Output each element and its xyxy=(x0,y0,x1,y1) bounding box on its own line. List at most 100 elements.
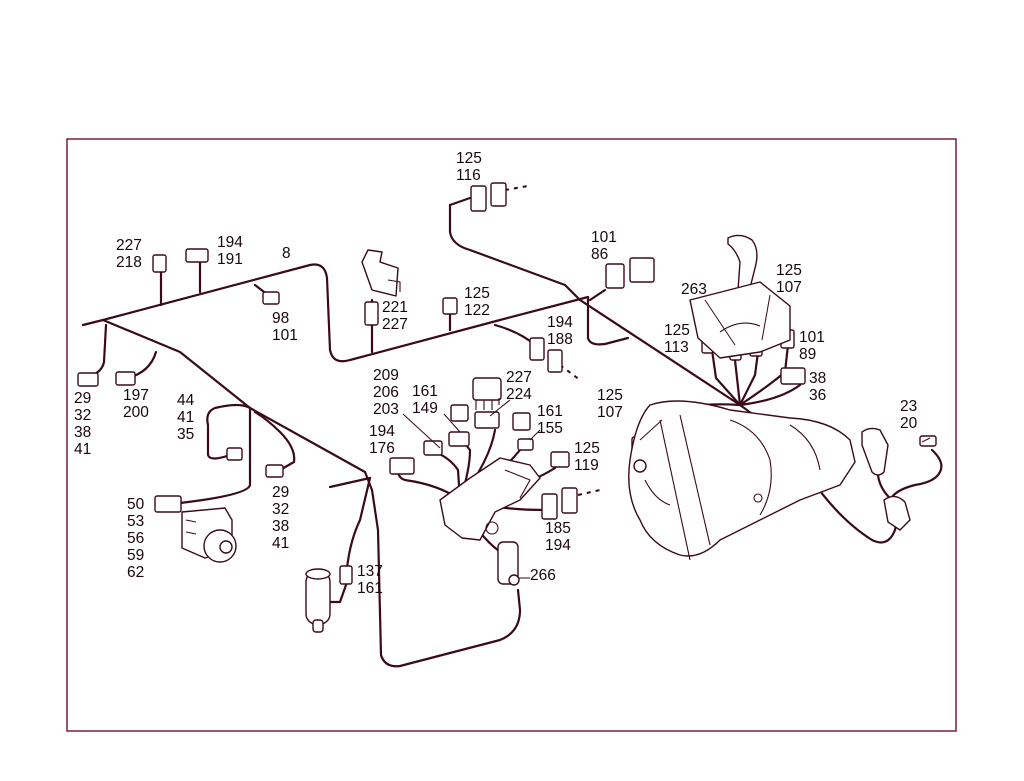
connector-209-206 xyxy=(448,431,470,447)
wire-to-125-116 xyxy=(448,196,472,207)
wire-to-29 xyxy=(88,323,108,378)
relay-227-224-pins xyxy=(475,398,500,410)
callout-197-200: 197 200 xyxy=(123,387,153,421)
shift-lever xyxy=(727,234,758,321)
transmission-sensor-port xyxy=(633,459,647,473)
sensor-137-tip xyxy=(312,619,324,633)
callout-44-41-35: 44 41 35 xyxy=(177,392,199,443)
relay-161-155 xyxy=(512,412,531,431)
connector-38-36 xyxy=(780,367,806,385)
transmission-rib-2 xyxy=(789,424,821,471)
leader-161-149 xyxy=(443,413,461,433)
speed-sensor-plug-lower xyxy=(883,495,911,531)
speed-sensor-plug-upper xyxy=(861,427,889,476)
transmission-flange-left xyxy=(659,419,691,561)
connector-185-194-b xyxy=(561,487,578,514)
transmission-case xyxy=(628,400,856,557)
connector-125-116-a xyxy=(470,185,487,212)
hydraulic-unit-motor-cap xyxy=(219,540,233,554)
connector-125-122 xyxy=(442,297,458,315)
leader-263 xyxy=(704,299,736,346)
wire-to-107 xyxy=(738,350,760,407)
leader-lines xyxy=(402,294,931,579)
switch-266-plug xyxy=(508,574,520,586)
callout-227-224: 227 224 xyxy=(506,369,536,403)
wire-to-20 xyxy=(888,448,943,502)
leader-125-107b xyxy=(639,419,663,441)
connector-44-41 xyxy=(226,447,243,461)
harness-relay-branch xyxy=(586,295,630,346)
harness-upper-branch xyxy=(81,263,590,363)
callout-125-107b: 125 107 xyxy=(597,387,627,421)
wire-to-263 xyxy=(710,348,742,407)
wire-to-50 xyxy=(178,408,252,505)
shift-housing-detail xyxy=(719,322,761,333)
connector-29-32-b xyxy=(265,464,284,478)
connector-194-176-a xyxy=(389,457,415,475)
leader-209 xyxy=(402,413,441,449)
callout-125-113: 125 113 xyxy=(664,322,694,356)
switch-266-body xyxy=(497,541,519,585)
harness-stub xyxy=(328,476,372,489)
wire-to-113 xyxy=(733,358,742,407)
hydraulic-unit xyxy=(181,507,237,563)
callout-161-149: 161 149 xyxy=(412,383,442,417)
connector-125-116-b xyxy=(490,182,507,207)
callout-125-116: 125 116 xyxy=(456,150,486,184)
relay-bracket-edge xyxy=(504,469,531,499)
control-module-body xyxy=(361,249,399,297)
wire-to-44 xyxy=(206,403,252,460)
relay-bracket xyxy=(439,457,541,541)
callout-29-32-38-41: 29 32 38 41 xyxy=(74,390,96,458)
callout-labels: 125 116 227 218 194 191 8 98 101 221 227… xyxy=(74,150,922,597)
leader-23-20 xyxy=(921,437,931,443)
diagram-frame xyxy=(66,138,957,732)
control-module-221 xyxy=(361,249,401,297)
connector-101-86-a xyxy=(605,263,625,289)
callout-125-119: 125 119 xyxy=(574,440,604,474)
callout-266: 266 xyxy=(530,567,556,584)
connector-125-119 xyxy=(550,451,570,468)
connector-185-194-a xyxy=(541,493,558,520)
wire-to-101-86 xyxy=(588,288,607,302)
continuation-185-194 xyxy=(577,489,601,496)
callout-38-36: 38 36 xyxy=(809,370,831,404)
speed-sensor-connector xyxy=(919,435,937,447)
speed-sensor-23-20 xyxy=(861,427,937,531)
transmission-bolt xyxy=(753,493,763,503)
shift-housing xyxy=(689,281,791,359)
harness-lower-branch xyxy=(101,318,522,668)
harness-front-trunk xyxy=(448,203,742,407)
continuation-125-116 xyxy=(504,185,529,191)
callout-29-32-38-41-b: 29 32 38 41 xyxy=(272,484,294,552)
leader-227-224 xyxy=(489,399,511,417)
relay-227-224-base xyxy=(474,411,500,429)
wire-to-sensor xyxy=(328,583,348,604)
callout-194-176: 194 176 xyxy=(369,423,399,457)
callout-125-107: 125 107 xyxy=(776,262,806,296)
transmission xyxy=(628,400,856,561)
callout-23-20: 23 20 xyxy=(900,398,922,432)
callout-209-206-203: 209 206 203 xyxy=(373,367,403,418)
switch-266 xyxy=(497,541,520,586)
relay-161-149 xyxy=(450,404,469,422)
connector-197-200 xyxy=(115,371,136,386)
connector-194-188-a xyxy=(529,337,545,361)
relay-227-224 xyxy=(472,377,502,401)
transmission-bellhousing-detail xyxy=(644,479,671,506)
wire-to-38-36 xyxy=(738,383,802,407)
sensor-137-cap xyxy=(305,568,331,580)
callout-98-101: 98 101 xyxy=(272,310,298,344)
callout-125-122: 125 122 xyxy=(464,285,494,319)
relay-bracket-body xyxy=(439,457,541,541)
wire-to-194-188 xyxy=(493,323,537,347)
callout-194-191: 194 191 xyxy=(217,234,247,268)
callout-227-218: 227 218 xyxy=(116,237,146,271)
relay-bracket-hole xyxy=(485,521,499,535)
hydraulic-unit-ports xyxy=(185,519,197,535)
callout-185-194: 185 194 xyxy=(545,520,575,554)
connector-137-161 xyxy=(339,565,353,585)
transmission-flange-right xyxy=(679,414,711,546)
connector-29-32 xyxy=(77,372,99,387)
